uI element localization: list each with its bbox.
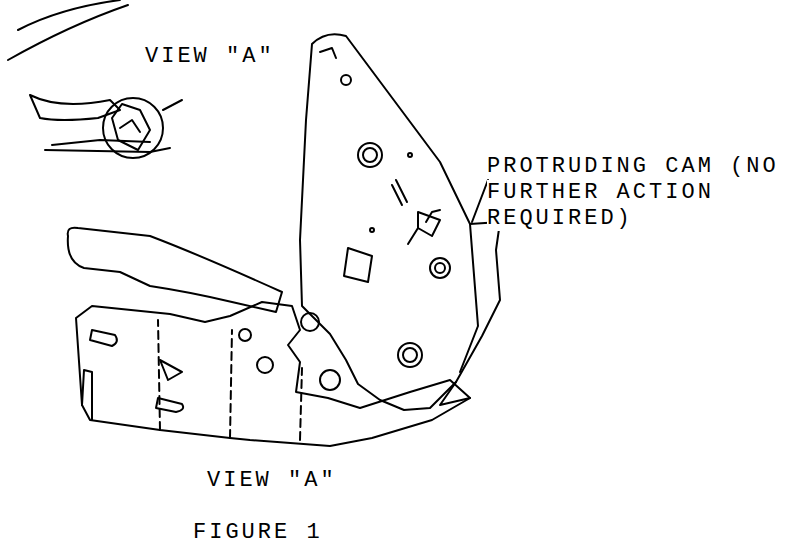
label-text: PROTRUDING CAM (NO FURTHER ACTION REQUIR… <box>487 154 779 231</box>
caption-text: FIGURE 1 <box>193 520 323 544</box>
view-label: VIEW "A" <box>207 468 427 494</box>
lever-handle <box>68 228 282 312</box>
base-plate <box>76 302 470 446</box>
figure-caption: FIGURE 1 <box>193 520 493 544</box>
label-text: VIEW "A" <box>145 44 275 69</box>
inset-view <box>8 0 182 158</box>
leader-line <box>472 180 488 222</box>
upper-plate <box>300 34 500 410</box>
view-label: PROTRUDING CAM (NO FURTHER ACTION REQUIR… <box>487 154 797 232</box>
view-label: VIEW "A" <box>145 44 365 70</box>
label-text: VIEW "A" <box>207 468 337 493</box>
